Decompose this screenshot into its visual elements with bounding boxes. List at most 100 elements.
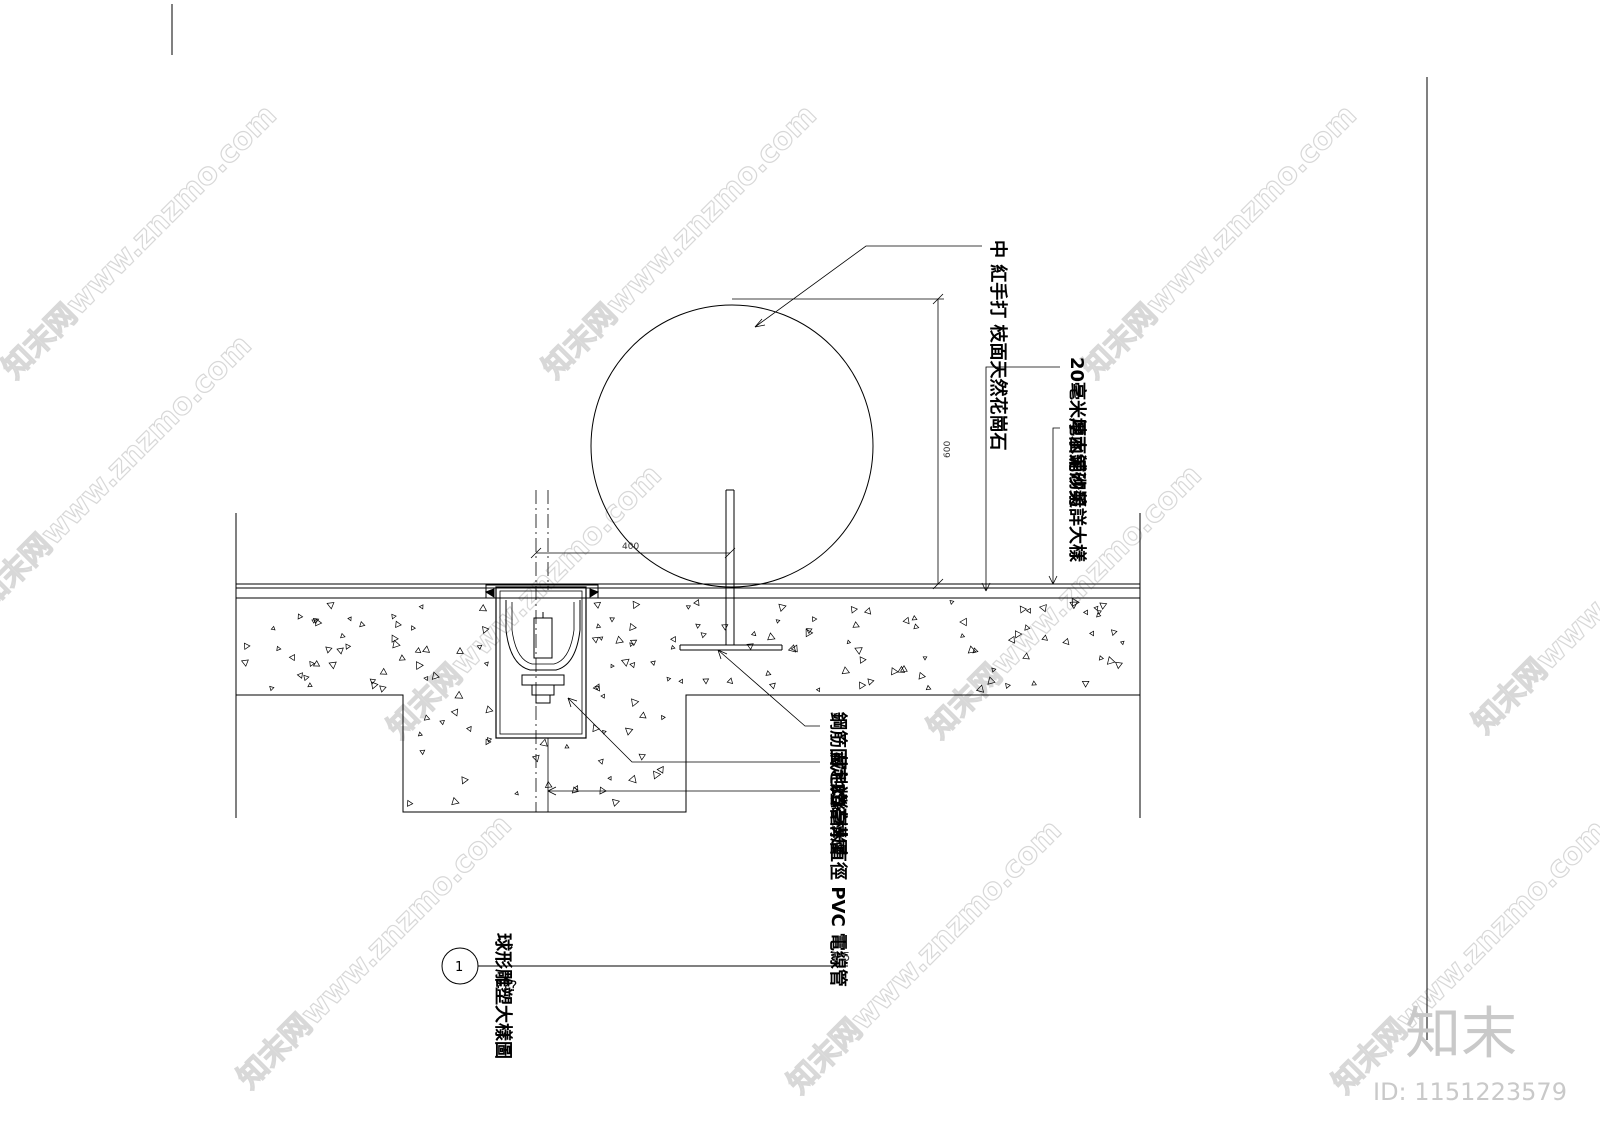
aggregate-speck xyxy=(960,633,966,638)
aggregate-speck xyxy=(1038,604,1047,613)
aggregate-speck xyxy=(439,719,445,726)
aggregate-speck xyxy=(1007,635,1015,644)
aggregate-speck xyxy=(398,654,406,661)
aggregate-speck xyxy=(328,661,337,670)
dimension-height-value: 600 xyxy=(943,441,953,458)
aggregate-speck xyxy=(423,675,429,682)
aggregate-speck xyxy=(326,602,335,610)
aggregate-speck xyxy=(593,601,602,609)
aggregate-speck xyxy=(900,665,908,672)
aggregate-speck xyxy=(307,682,313,688)
aggregate-speck xyxy=(418,604,424,610)
aggregate-speck xyxy=(859,656,867,664)
aggregate-speck xyxy=(628,774,637,784)
stone-sphere xyxy=(590,304,874,588)
aggregate-speck xyxy=(514,790,519,796)
aggregate-speck xyxy=(1062,637,1070,646)
aggregate-speck xyxy=(600,693,605,699)
aggregate-speck xyxy=(854,647,863,655)
aggregate-speck xyxy=(1106,656,1116,665)
label-stone-ball: 中 紅手打 枝面天然花崗石 xyxy=(987,240,1009,451)
aggregate-speck xyxy=(639,711,647,719)
aggregate-speck xyxy=(309,660,316,668)
aggregate-speck xyxy=(485,705,494,714)
aggregate-speck xyxy=(596,623,602,629)
aggregate-speck xyxy=(601,730,607,735)
watermark-text: 知末网www.znzmo.com xyxy=(0,328,259,616)
aggregate-speck xyxy=(483,661,489,667)
aggregate-speck xyxy=(959,617,967,627)
aggregate-speck xyxy=(1099,602,1108,610)
aggregate-speck xyxy=(805,628,813,635)
aggregate-speck xyxy=(303,674,310,682)
aggregate-speck xyxy=(911,614,918,621)
aggregate-speck xyxy=(411,625,416,631)
aggregate-speck xyxy=(296,672,303,679)
aggregate-speck xyxy=(486,737,493,743)
detail-number: 1 xyxy=(455,960,463,975)
aggregate-speck xyxy=(656,765,664,774)
aggregate-speck xyxy=(414,647,422,654)
aggregate-speck xyxy=(841,666,851,675)
rebar xyxy=(679,489,783,651)
watermark-text: 知末网www.znzmo.com xyxy=(1466,453,1600,741)
aggregate-speck xyxy=(391,613,397,620)
aggregate-speck xyxy=(726,677,734,684)
aggregate-speck xyxy=(624,727,634,736)
aggregate-speck xyxy=(422,645,431,653)
label-light: 藏地燈 xyxy=(827,752,849,807)
aggregate-speck xyxy=(695,623,701,629)
aggregate-speck xyxy=(1089,630,1094,637)
aggregate-speck xyxy=(478,604,488,612)
aggregate-speck xyxy=(476,644,483,650)
aggregate-speck xyxy=(312,617,320,624)
aggregate-speck xyxy=(336,647,344,655)
aggregate-speck xyxy=(805,628,814,638)
aggregate-speck xyxy=(631,698,640,708)
aggregate-speck xyxy=(1005,682,1011,690)
aggregate-speck xyxy=(379,685,387,693)
aggregate-speck xyxy=(859,681,867,690)
aggregate-speck xyxy=(391,634,399,643)
aggregate-speck xyxy=(632,600,641,610)
aggregate-speck xyxy=(721,624,729,631)
watermark-text: 知末网www.znzmo.com xyxy=(921,458,1209,746)
aggregate-speck xyxy=(975,684,985,693)
aggregate-speck xyxy=(564,743,570,749)
concrete-aggregate xyxy=(240,597,1125,807)
aggregate-speck xyxy=(1022,652,1030,660)
brand-logo-text: 知末 xyxy=(1405,1002,1517,1067)
in-ground-light xyxy=(484,584,600,739)
label-floor: 地面鋪砌另詳大樣 xyxy=(1066,418,1088,563)
aggregate-speck xyxy=(395,620,402,628)
aggregate-speck xyxy=(949,600,955,606)
aggregate-speck xyxy=(485,738,492,746)
aggregate-speck xyxy=(1119,640,1125,646)
aggregate-speck xyxy=(611,798,620,807)
aggregate-speck xyxy=(297,613,304,620)
aggregate-speck xyxy=(902,616,910,625)
aggregate-speck xyxy=(431,671,440,680)
aggregate-speck xyxy=(270,625,276,631)
aggregate-speck xyxy=(1031,680,1037,686)
aggregate-speck xyxy=(598,636,604,641)
aggregate-speck xyxy=(544,780,553,788)
label-conduit: 25毫米直徑 PVC 電線管 xyxy=(827,783,849,987)
aggregate-speck xyxy=(629,661,636,669)
aggregate-speck xyxy=(972,647,979,654)
aggregate-speck xyxy=(1096,612,1102,618)
dimension-width-value: 400 xyxy=(622,542,639,552)
drawing-subtitle: ??? xyxy=(495,979,517,995)
aggregate-speck xyxy=(269,685,275,692)
aggregate-speck xyxy=(1096,610,1102,615)
aggregate-speck xyxy=(746,643,754,651)
watermark-text: 知末网www.znzmo.com xyxy=(1076,98,1364,386)
aggregate-speck xyxy=(693,599,700,607)
aggregate-speck xyxy=(669,635,676,643)
aggregate-speck xyxy=(244,642,251,651)
aggregate-speck xyxy=(539,738,548,747)
aggregate-speck xyxy=(678,678,683,684)
aggregate-speck xyxy=(607,775,612,781)
aggregate-speck xyxy=(653,770,662,780)
